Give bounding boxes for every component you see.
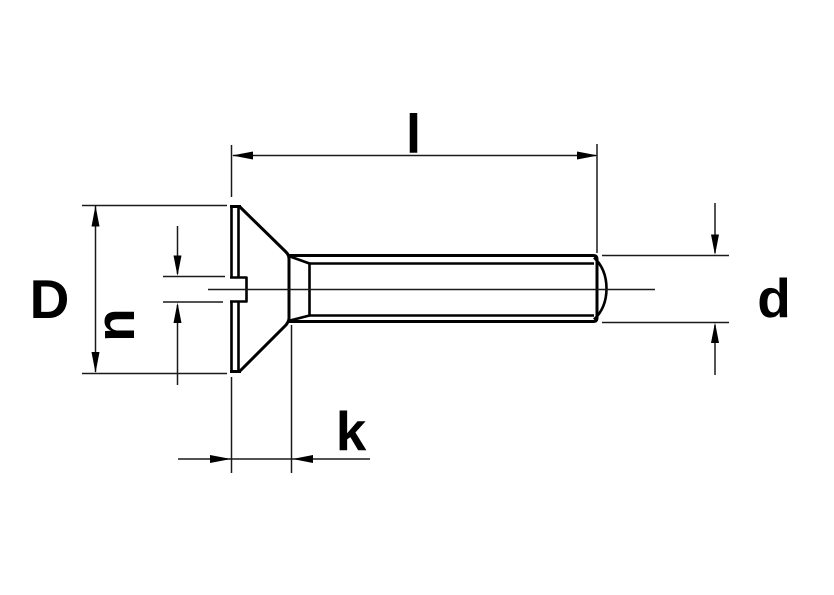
shank-diameter-label: d — [757, 267, 791, 329]
dimension-head-diameter: D — [30, 204, 227, 375]
head-height-arrowhead-right — [292, 455, 313, 463]
head-diameter-arrowhead-top — [91, 205, 100, 227]
head-cone — [238, 205, 291, 373]
dimension-slot-width: n — [84, 226, 225, 385]
dimension-shank-diameter: d — [602, 203, 791, 375]
head-height-arrowhead-left — [210, 455, 231, 463]
length-arrowhead-left — [232, 151, 253, 160]
slot-width-arrowhead-top — [173, 255, 182, 276]
tip-chamfer-arc — [593, 256, 608, 321]
dimension-length: l — [230, 103, 598, 253]
head-diameter-label: D — [30, 268, 70, 330]
dimension-head-height: k — [178, 325, 370, 473]
head-height-label: k — [336, 400, 367, 462]
length-arrowhead-right — [577, 151, 598, 160]
shank-body — [289, 254, 599, 323]
slot-width-label: n — [84, 308, 146, 342]
screw-outline — [208, 205, 655, 373]
thread-chamfer-edge — [289, 255, 311, 322]
shank-diameter-arrowhead-top — [711, 234, 719, 255]
head-diameter-arrowhead-bottom — [91, 352, 100, 373]
slot-width-arrowhead-bottom — [173, 302, 182, 323]
length-label: l — [406, 103, 421, 165]
shank-diameter-arrowhead-bottom — [711, 322, 719, 343]
